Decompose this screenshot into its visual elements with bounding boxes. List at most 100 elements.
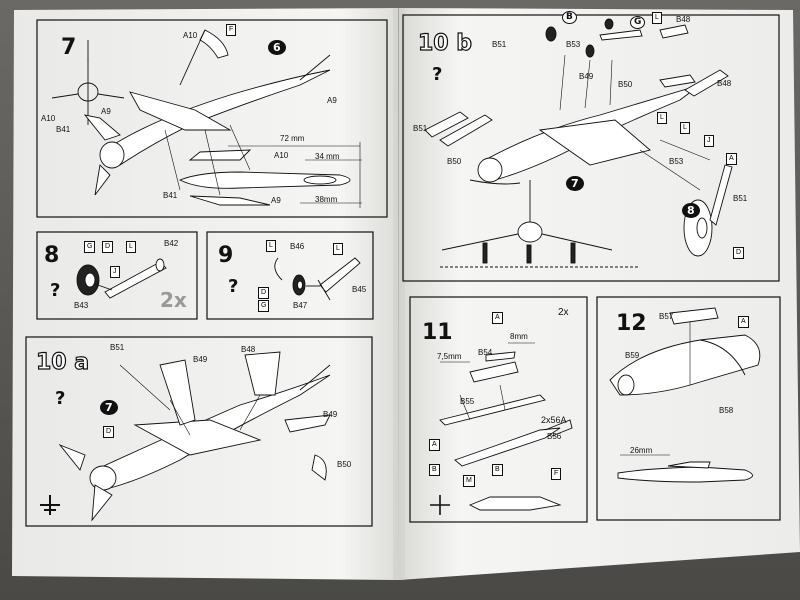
part-label-b51-right: B51: [733, 194, 748, 203]
part-label-b57: B57: [659, 312, 674, 321]
callout-7: 7: [566, 176, 584, 191]
panel-10a-frame: [25, 336, 373, 527]
step-10b-number: 10 b: [417, 31, 473, 56]
left-page: [12, 8, 399, 580]
part-label-b48: B48: [241, 345, 256, 354]
part-label-a10-mid: A10: [274, 151, 289, 160]
panel-10a-drawing: [40, 351, 331, 522]
part-label-a10: A10: [183, 31, 198, 40]
part-tag-a-left: A: [429, 439, 440, 451]
panel-12-drawing: [609, 307, 761, 483]
part-tag-a-top: A: [492, 312, 503, 324]
part-label-a9-right: A9: [327, 96, 337, 105]
part-label-b54: B54: [478, 348, 493, 357]
panel-8-frame: [36, 231, 198, 320]
quantity-2x-label: 2x: [558, 307, 569, 318]
part-tag-b-left: B: [429, 464, 440, 476]
part-tag-d: D: [733, 247, 745, 259]
part-label-b53-right: B53: [669, 157, 684, 166]
dimension-34mm: 34 mm: [315, 152, 340, 161]
part-label-b41-bottom: B41: [163, 191, 178, 200]
part-tag-d: D: [102, 241, 114, 253]
panel-7-frame: [36, 19, 388, 218]
part-tag-f: F: [226, 24, 237, 36]
paint-callout-b: B: [562, 11, 577, 24]
step-9-number: 9: [218, 243, 234, 268]
part-tag-m: M: [463, 475, 475, 487]
part-tag-g: G: [84, 241, 96, 253]
dimension-8mm: 8mm: [510, 332, 528, 341]
part-label-b46: B46: [290, 242, 305, 251]
part-label-b43: B43: [74, 301, 89, 310]
part-tag-f: F: [551, 468, 562, 480]
callout-8: 8: [682, 203, 700, 218]
part-tag-b-mid: B: [492, 464, 503, 476]
part-label-b50: B50: [337, 460, 352, 469]
step-10a-number: 10 a: [35, 350, 90, 375]
part-tag-l-right: L: [333, 243, 343, 255]
part-tag-l-top: L: [652, 12, 662, 24]
part-tag-g: G: [258, 300, 270, 312]
step-7-number: 7: [61, 35, 77, 60]
part-label-b41-front: B41: [56, 125, 71, 134]
part-tag-l: L: [126, 241, 136, 253]
part-tag-d: D: [103, 426, 115, 438]
part-label-b51-left: B51: [413, 124, 428, 133]
part-tag-a: A: [738, 316, 749, 328]
step-10b-question-mark: ?: [432, 64, 443, 85]
quantity-2x-label: 2x: [160, 288, 187, 312]
panel-9-drawing: [274, 257, 361, 301]
part-label-b50-left: B50: [447, 157, 462, 166]
dimension-7-5mm: 7,5mm: [437, 352, 462, 361]
dimension-72mm: 72 mm: [280, 134, 305, 143]
panel-11-frame: [409, 296, 588, 523]
callout-6: 6: [268, 40, 286, 55]
step-12-number: 12: [616, 311, 647, 336]
paint-callout-g: G: [630, 16, 646, 29]
part-label-b51: B51: [110, 343, 125, 352]
part-label-b47: B47: [293, 301, 308, 310]
right-page: [399, 8, 800, 580]
panel-10b-frame: [402, 14, 780, 282]
center-fold: [393, 8, 405, 580]
part-label-a10-front: A10: [41, 114, 56, 123]
part-label-b59: B59: [625, 351, 640, 360]
part-label-b49-top: B49: [193, 355, 208, 364]
part-label-b48-top: B48: [676, 15, 691, 24]
missile-count-label: 2x56A: [541, 415, 567, 425]
part-tag-j: J: [704, 135, 714, 147]
panel-11-drawing: [430, 342, 573, 515]
panel-8-drawing: [76, 258, 167, 299]
part-tag-j: J: [110, 266, 120, 278]
panel-9-frame: [206, 231, 374, 320]
part-label-a9-bottom: A9: [271, 196, 281, 205]
step-9-question-mark: ?: [228, 276, 239, 297]
dimension-26mm: 26mm: [630, 446, 653, 455]
part-tag-l-mid: L: [657, 112, 667, 124]
part-label-b56: B56: [547, 432, 562, 441]
step-10a-question-mark: ?: [55, 388, 66, 409]
step-8-question-mark: ?: [50, 280, 61, 301]
part-label-b53-top: B53: [566, 40, 581, 49]
part-label-b51-top: B51: [492, 40, 507, 49]
part-label-b42: B42: [164, 239, 179, 248]
part-label-b49: B49: [579, 72, 594, 81]
dimension-38mm: 38mm: [315, 195, 338, 204]
panel-12-frame: [596, 296, 781, 521]
part-label-b50-mid: B50: [618, 80, 633, 89]
panel-7-drawing: [51, 29, 362, 208]
part-tag-d: D: [258, 287, 270, 299]
part-label-b55: B55: [460, 397, 475, 406]
part-label-b49-right: B49: [323, 410, 338, 419]
part-label-a9-front: A9: [101, 107, 111, 116]
part-tag-l-right: L: [680, 122, 690, 134]
part-label-b45: B45: [352, 285, 367, 294]
part-label-b48-right: B48: [717, 79, 732, 88]
step-8-number: 8: [44, 243, 60, 268]
step-11-number: 11: [422, 320, 453, 345]
callout-7: 7: [100, 400, 118, 415]
part-tag-a: A: [726, 153, 737, 165]
part-label-b58: B58: [719, 406, 734, 415]
